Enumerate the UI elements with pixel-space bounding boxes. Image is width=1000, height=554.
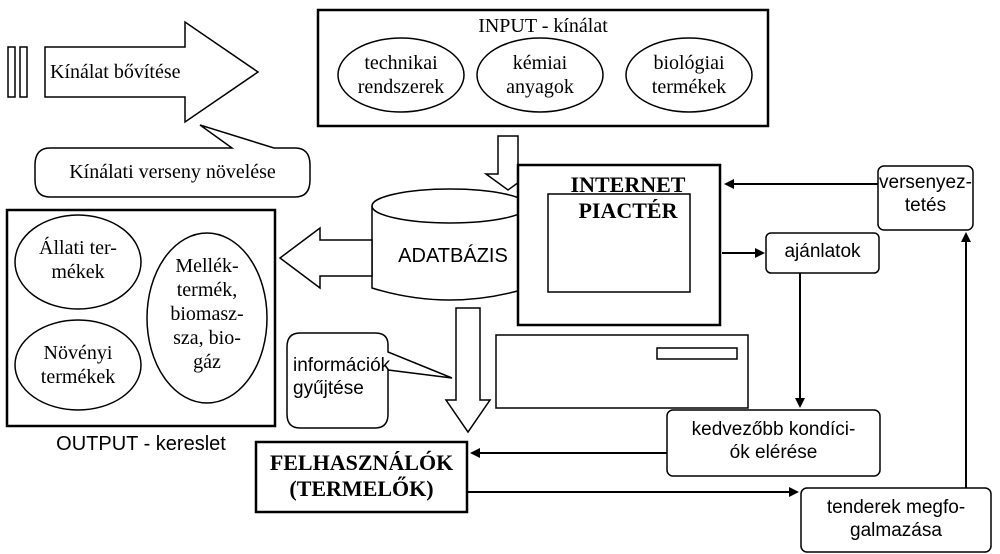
offers-box [765,232,880,274]
info-callout [286,332,453,429]
computer-base [495,334,749,409]
output-byproduct-label: Mellék- termék, biomasz- sza, bio- gáz [170,255,244,373]
competition-callout [34,124,311,198]
input-item-3: biológiai termékek [651,52,727,98]
internet-label: INTERNET PIACTÉR [570,172,686,224]
to-output-arrow [278,226,373,290]
database-top [371,188,529,224]
competition-increase-label: Kínálati verseny növelése [69,161,276,183]
info-collect-label: információk gyűjtése [293,355,391,399]
output-ellipse-byproduct [146,232,268,404]
output-ellipse-plant [14,319,142,411]
offer-expansion-label: Kínálat bővítése [50,61,181,83]
database-label: ADATBÁZIS [398,245,508,267]
output-animal-label: Állati ter- mékek [39,237,117,283]
users-label: FELHASZNÁLÓK (TERMELŐK) [269,450,454,502]
stripe-1 [7,46,16,98]
output-title: OUTPUT - kereslet [56,433,226,455]
conditions-box [666,409,881,477]
input-item-1: technikai rendszerek [357,52,445,98]
output-ellipse-animal [14,214,142,310]
computer-drive [656,347,738,360]
output-plant-label: Növényi termékek [40,342,116,388]
users-box [254,440,469,514]
tenders-box [800,487,992,553]
input-ellipse-1 [337,37,465,113]
input-ellipse-2 [476,37,604,113]
computer-screen [547,193,691,293]
competition-box [877,165,974,231]
info-down-arrow [444,307,492,434]
tenders-label: tenderek megfo- galmazása [826,497,966,541]
offer-expansion-arrow [44,20,260,124]
competition-label: versenyez- tetés [879,172,972,216]
offers-label: ajánlatok [784,241,861,262]
better-conditions-label: kedvezőbb kondíci- ók elérése [691,419,856,463]
input-ellipse-3 [625,37,753,113]
input-item-2: kémiai anyagok [506,52,574,98]
stripe-2 [19,46,28,98]
input-title: INPUT - kínálat [478,15,608,37]
